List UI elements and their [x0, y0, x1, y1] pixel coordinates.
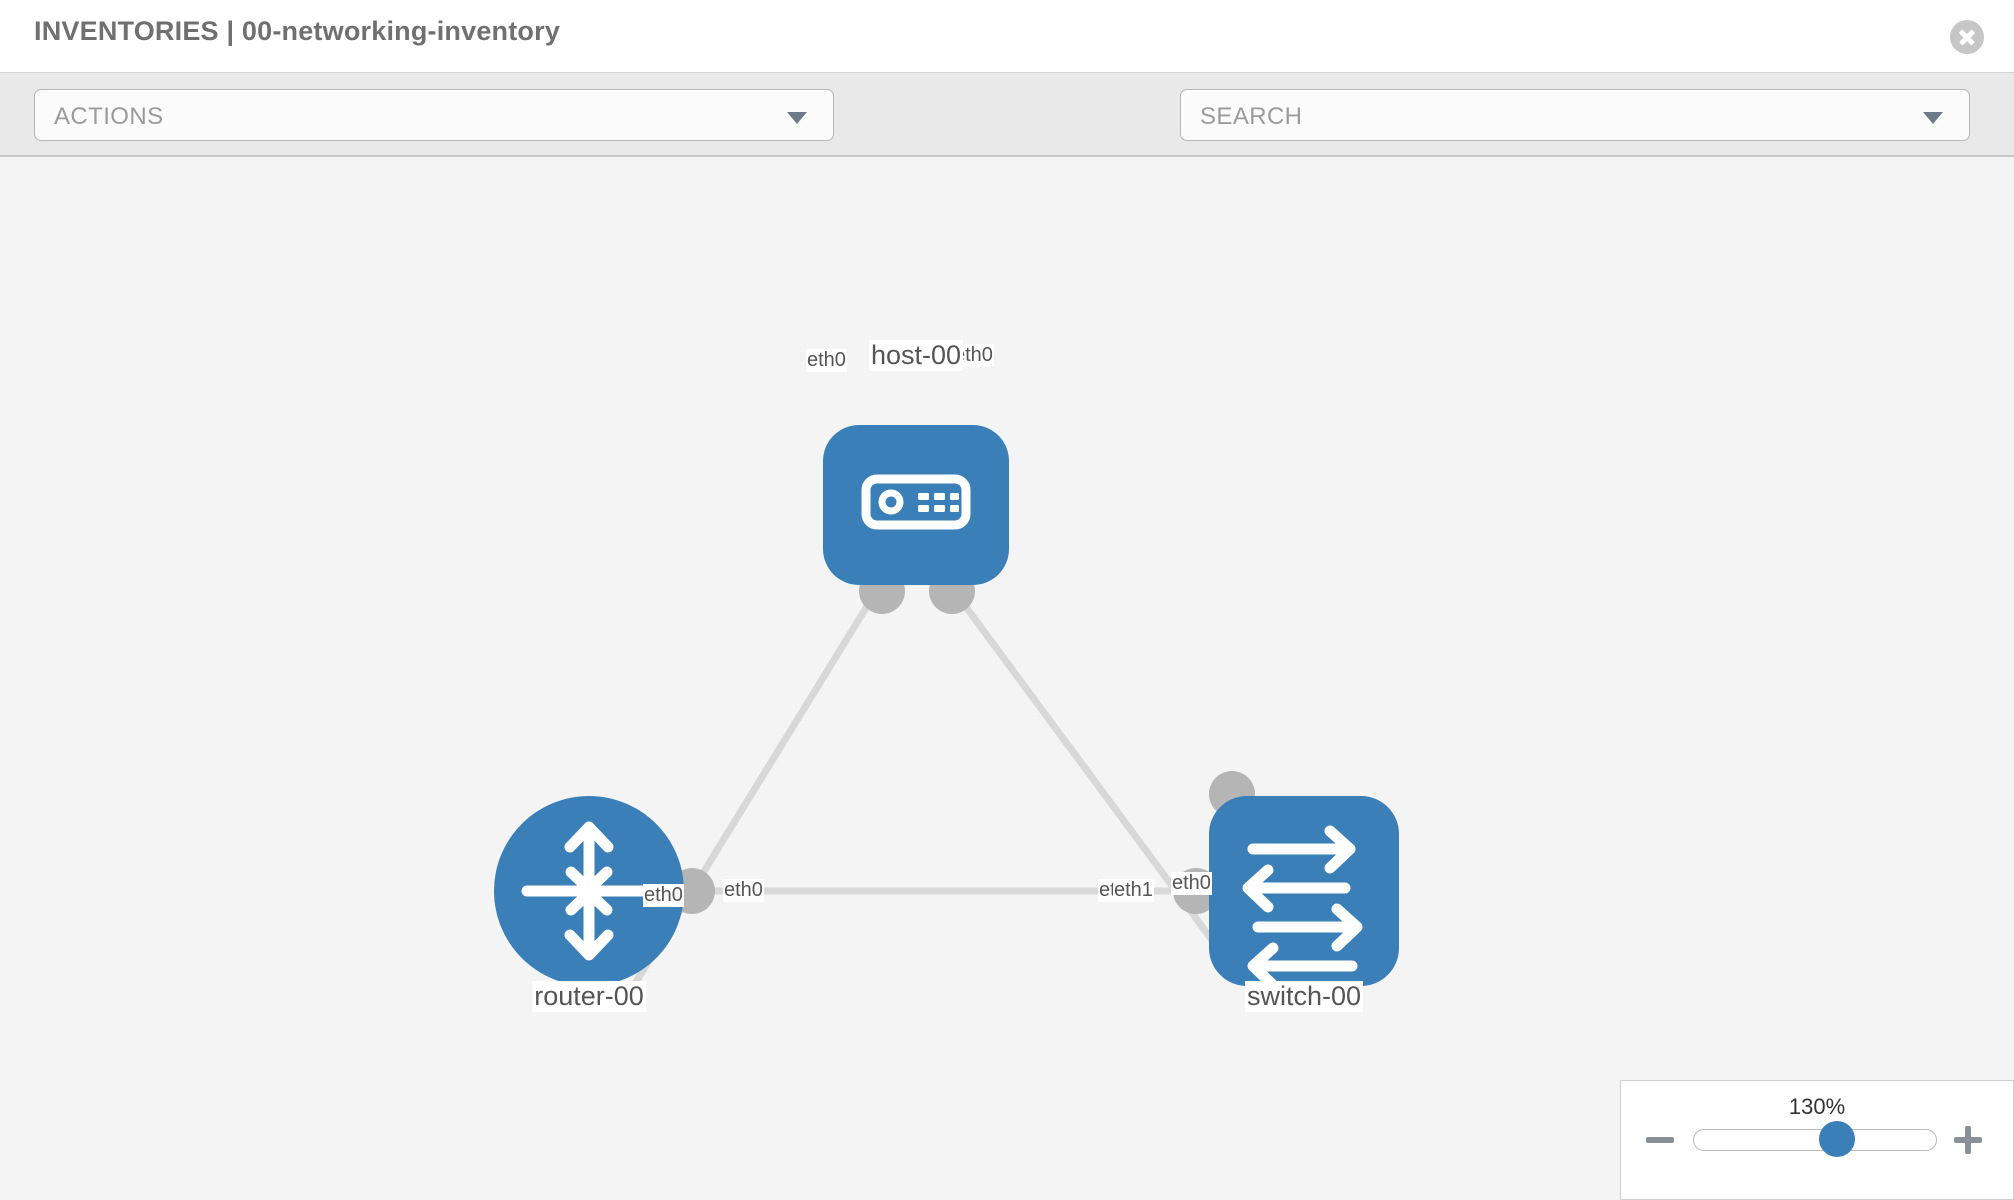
zoom-level-label: 130% — [1788, 1094, 1846, 1119]
topology-connectors — [669, 568, 1255, 914]
actions-dropdown-label: ACTIONS — [54, 103, 164, 130]
page-title: INVENTORIES | 00-networking-inventory — [34, 16, 561, 46]
edge-label-router-switch-near-router: eth0 — [723, 879, 764, 902]
topology-links — [632, 599, 1236, 986]
node-label-host-00: host-00 — [868, 340, 964, 371]
search-placeholder: SEARCH — [1200, 103, 1303, 130]
app-header: INVENTORIES | 00-networking-inventory — [0, 0, 2014, 72]
router-arrows-icon — [521, 821, 657, 961]
chevron-down-icon — [787, 112, 807, 124]
node-host-00 — [823, 425, 1009, 585]
zoom-control-panel: 130% — [1620, 1080, 2014, 1200]
edge-label-host-switch-near-host: eth0 — [953, 344, 994, 367]
zoom-in-button[interactable] — [1951, 1123, 1985, 1157]
search-input[interactable]: SEARCH — [1180, 89, 1970, 141]
edge-label-host-switch-near-switch: eth0 — [1171, 872, 1212, 895]
zoom-out-button[interactable] — [1643, 1123, 1677, 1157]
edge-label-host-router-near-host: eth0 — [806, 349, 847, 372]
actions-dropdown[interactable]: ACTIONS — [34, 89, 834, 141]
switch-arrows-icon — [1242, 825, 1363, 991]
node-label-switch-00: switch-00 — [1244, 981, 1364, 1012]
chevron-down-icon — [1923, 112, 1943, 124]
node-label-router-00: router-00 — [532, 981, 646, 1012]
edge-label-host-router-near-router: eth0 — [643, 884, 684, 907]
edge-label-router-switch-near-switch-alt: eth1 — [1113, 879, 1154, 902]
zoom-slider-thumb[interactable] — [1819, 1121, 1855, 1157]
node-switch-00 — [1209, 796, 1399, 991]
topology-canvas[interactable]: eth0 eth0 eth0 eth0 eth0 eth0 eth1 host-… — [0, 157, 2014, 1200]
server-icon — [861, 474, 971, 530]
node-router-00 — [494, 796, 684, 986]
zoom-slider-track[interactable] — [1693, 1129, 1937, 1151]
toolbar: ACTIONS SEARCH — [0, 72, 2014, 205]
topology-graph — [494, 425, 1399, 991]
close-icon[interactable] — [1950, 20, 1984, 54]
